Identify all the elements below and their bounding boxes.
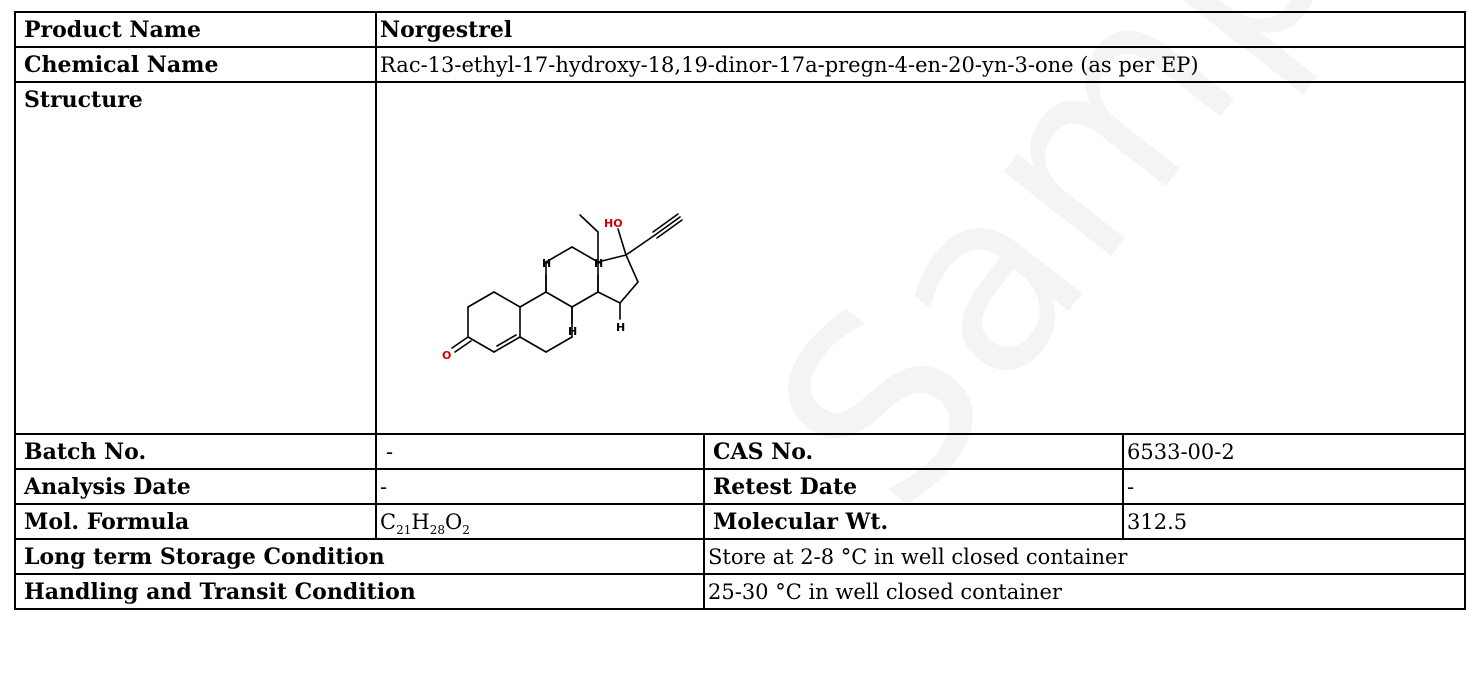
analysis-date-label: Analysis Date xyxy=(14,468,377,505)
row-batch: Batch No. - CAS No. 6533-00-2 xyxy=(14,433,1466,470)
handling-condition-label: Handling and Transit Condition xyxy=(14,573,705,610)
cas-no-value: 6533-00-2 xyxy=(1122,433,1466,470)
batch-no-label: Batch No. xyxy=(14,433,377,470)
hydrogen-label: H xyxy=(568,325,577,338)
product-info-table: Product Name Norgestrel Chemical Name Ra… xyxy=(14,11,1466,610)
cas-no-label: CAS No. xyxy=(703,433,1124,470)
batch-no-value: - xyxy=(375,433,705,470)
row-chemical-name: Chemical Name Rac-13-ethyl-17-hydroxy-18… xyxy=(14,46,1466,83)
retest-date-label: Retest Date xyxy=(703,468,1124,505)
molecular-wt-value: 312.5 xyxy=(1122,503,1466,540)
storage-condition-label: Long term Storage Condition xyxy=(14,538,705,575)
product-name-label: Product Name xyxy=(14,11,377,48)
row-handling: Handling and Transit Condition 25-30 °C … xyxy=(14,573,1466,610)
row-formula: Mol. Formula C21H28O2 Molecular Wt. 312.… xyxy=(14,503,1466,540)
product-name-value: Norgestrel xyxy=(375,11,1466,48)
structure-label: Structure xyxy=(14,81,377,435)
hydrogen-label: H xyxy=(594,257,603,270)
oxygen-label: O xyxy=(442,349,451,362)
row-storage: Long term Storage Condition Store at 2-8… xyxy=(14,538,1466,575)
chemical-name-label: Chemical Name xyxy=(14,46,377,83)
storage-condition-value: Store at 2-8 °C in well closed container xyxy=(703,538,1466,575)
row-product-name: Product Name Norgestrel xyxy=(14,11,1466,48)
mol-formula-value: C21H28O2 xyxy=(375,503,705,540)
molecular-wt-label: Molecular Wt. xyxy=(703,503,1124,540)
mol-formula-label: Mol. Formula xyxy=(14,503,377,540)
retest-date-value: - xyxy=(1122,468,1466,505)
chemical-structure-diagram: O HO H H H H xyxy=(442,213,683,362)
chemical-name-value: Rac-13-ethyl-17-hydroxy-18,19-dinor-17a-… xyxy=(375,46,1466,83)
row-analysis: Analysis Date - Retest Date - xyxy=(14,468,1466,505)
row-structure: Structure xyxy=(14,81,1466,435)
structure-cell xyxy=(375,81,1466,435)
hydrogen-label: H xyxy=(616,321,625,334)
handling-condition-value: 25-30 °C in well closed container xyxy=(703,573,1466,610)
hydroxyl-label: HO xyxy=(604,217,623,230)
hydrogen-label: H xyxy=(542,257,551,270)
analysis-date-value: - xyxy=(375,468,705,505)
